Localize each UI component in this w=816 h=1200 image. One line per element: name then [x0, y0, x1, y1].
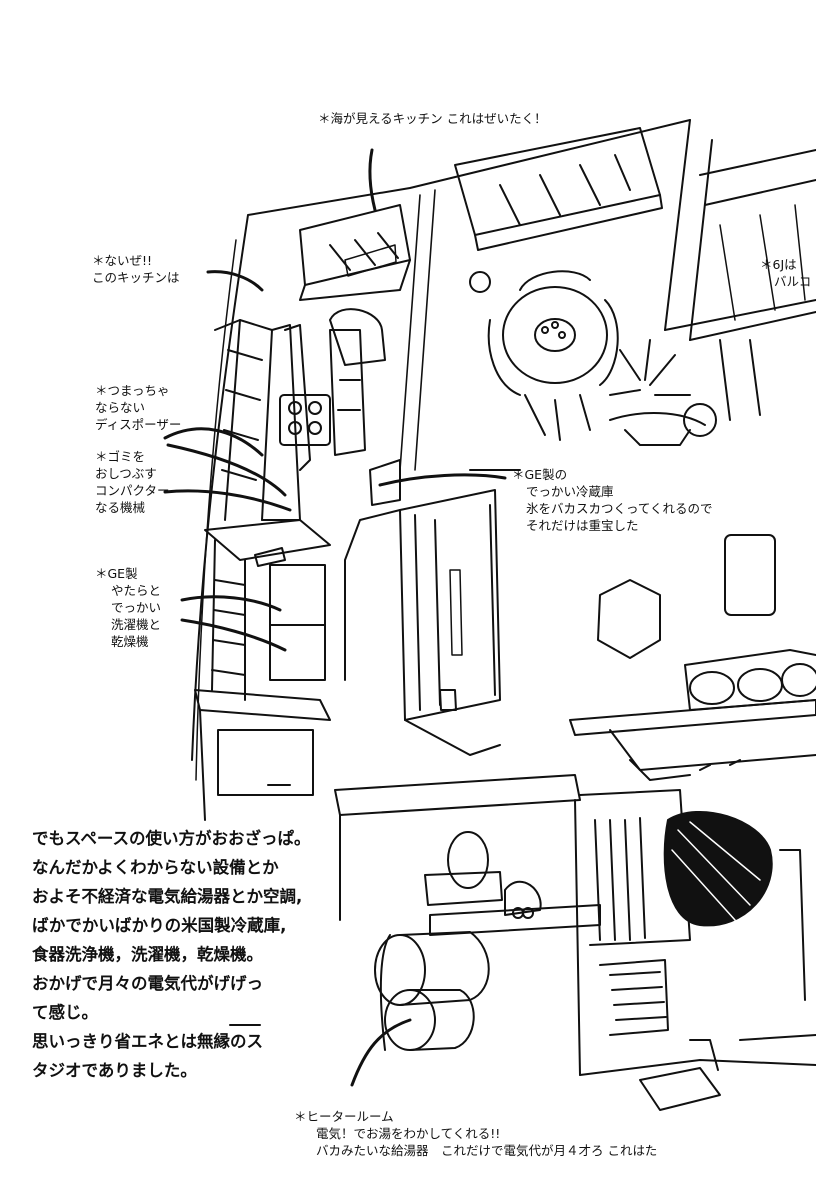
note-line: ＊GE製の [512, 467, 568, 482]
note-line: ＊ないぜ!! [92, 253, 153, 268]
note-line: ＊GE製 [95, 566, 138, 581]
note-line: ＊海が見えるキッチン これはぜいたく！ [318, 111, 547, 126]
main-text-line: 思いっきり省エネとは無縁のス [32, 1032, 263, 1051]
note-line: でっかい [111, 600, 162, 615]
note-compactor: ＊ゴミを おしつぶす コンパクター なる機械 [95, 448, 170, 516]
main-text-block: でもスペースの使い方がおおざっぱ。 なんだかよくわからない設備とか およそ不経済… [32, 824, 392, 1085]
washer-dryer-stack [204, 519, 331, 701]
kitchen-cabinets [214, 319, 301, 521]
balcony-frame [664, 119, 816, 421]
ge-fridge [344, 459, 501, 756]
lower-partitions [334, 774, 691, 1076]
heater-tanks [374, 931, 490, 1051]
note-line: なる機械 [95, 500, 146, 515]
main-text-line: でもスペースの使い方がおおざっぱ。 [32, 829, 311, 848]
living-room [597, 534, 816, 711]
main-text-line: 食器洗浄機，洗濯機，乾燥機。 [32, 945, 263, 964]
note-line: おしつぶす [95, 466, 157, 481]
main-text-line: おかげで月々の電気代がげげっ [32, 974, 263, 993]
note-disposer: ＊つまっちゃ ならない ディスポーザー [95, 382, 181, 433]
note-line: でっかい冷蔵庫 [526, 484, 614, 499]
note-line: ＊ゴミを [95, 449, 146, 464]
potted-plant [609, 339, 717, 446]
dining-window [454, 127, 663, 251]
counter-shelf [569, 699, 816, 781]
outer-wall [191, 119, 691, 761]
note-line: このキッチンは [92, 270, 180, 285]
note-line: バルコ [774, 274, 812, 289]
note-line: 氷をバカスカつくってくれるので [526, 501, 713, 516]
dining-table [469, 270, 619, 441]
note-line: 乾燥機 [111, 634, 149, 649]
note-kitchen-intro: ＊ないぜ!! このキッチンは [92, 252, 180, 286]
main-text-line: なんだかよくわからない設備とか [32, 858, 279, 877]
stairs [579, 849, 816, 1111]
note-line: ＊ヒータールーム [294, 1109, 394, 1124]
main-text-line: タジオでありました。 [32, 1061, 197, 1080]
note-ge-washer: ＊GE製 やたらと でっかい 洗濯機と 乾燥機 [95, 565, 161, 650]
note-balcony: ＊6Jは バルコ [760, 256, 811, 290]
note-line: バカみたいな給湯器 これだけで電気代が月４才ろ これはた [316, 1143, 658, 1158]
main-text-line: およそ不経済な電気給湯器とか空調, [32, 887, 303, 906]
note-line: ならない [95, 400, 146, 415]
note-ge-fridge: ＊GE製の でっかい冷蔵庫 氷をバカスカつくってくれるので それだけは重宝した [512, 466, 713, 534]
main-text-line: て感じ。 [32, 1003, 98, 1022]
annotation-leaders [163, 148, 507, 1087]
note-line: 電気！でお湯をわかしてくれる!! [316, 1126, 501, 1141]
dark-appliance [663, 811, 773, 927]
main-text-line: ばかでかいばかりの米国製冷蔵庫, [32, 916, 287, 935]
note-line: ＊6Jは [760, 257, 797, 272]
kitchen-window [299, 204, 411, 301]
note-line: ディスポーザー [95, 417, 182, 432]
lower-oven [194, 689, 331, 821]
note-kitchen-view: ＊海が見えるキッチン これはぜいたく！ [318, 110, 547, 127]
note-line: ＊つまっちゃ [95, 383, 170, 398]
note-heater-room: ＊ヒータールーム 電気！でお湯をわかしてくれる!! バカみたいな給湯器 これだけ… [294, 1108, 657, 1159]
note-line: やたらと [111, 583, 162, 598]
note-line: 洗濯機と [111, 617, 162, 632]
note-line: それだけは重宝した [526, 518, 639, 533]
stove-counter [279, 308, 386, 471]
note-line: コンパクター [95, 483, 170, 498]
